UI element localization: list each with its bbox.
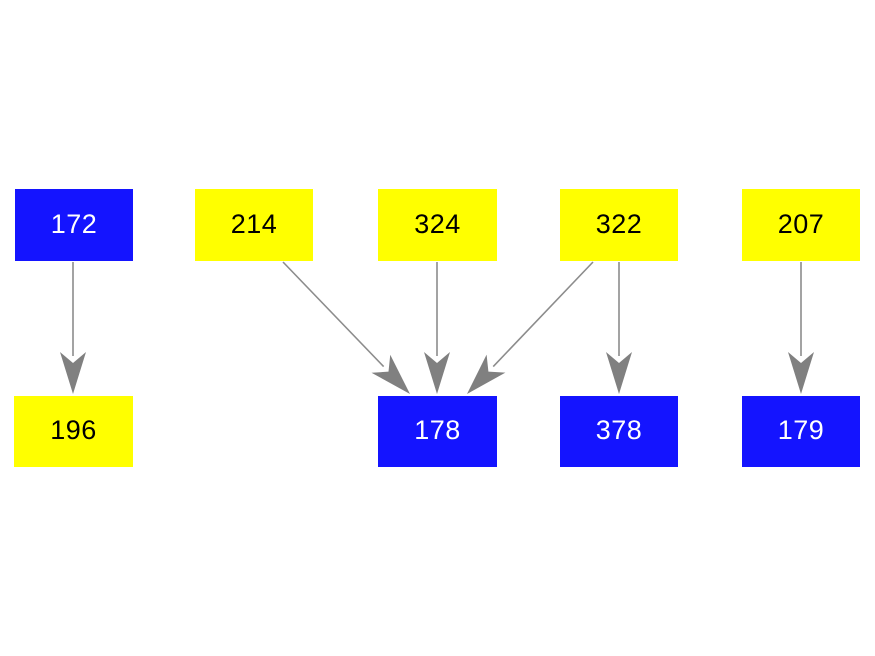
graph-node-178[interactable]: 178 <box>378 396 497 467</box>
node-label: 207 <box>777 208 825 239</box>
edge-arrowhead <box>424 352 450 394</box>
graph-node-172[interactable]: 172 <box>15 189 133 261</box>
node-label: 322 <box>595 208 643 239</box>
edge-arrowhead <box>788 352 814 394</box>
node-label: 179 <box>777 415 825 445</box>
graph-node-324[interactable]: 324 <box>378 189 497 261</box>
edge-arrowhead <box>60 352 86 394</box>
graph-node-322[interactable]: 322 <box>560 189 678 261</box>
node-label: 196 <box>50 415 97 445</box>
node-label: 172 <box>50 208 98 239</box>
edge-line <box>282 261 385 368</box>
graph-node-378[interactable]: 378 <box>560 396 678 467</box>
graph-node-196[interactable]: 196 <box>14 396 133 467</box>
edge-arrowhead <box>606 352 632 394</box>
graph-node-207[interactable]: 207 <box>742 189 860 261</box>
edge-line <box>492 261 594 368</box>
edge-arrowhead <box>371 354 410 394</box>
node-label: 324 <box>414 208 461 239</box>
node-label: 178 <box>414 415 461 445</box>
node-label: 214 <box>230 208 278 239</box>
graph-node-179[interactable]: 179 <box>742 396 860 467</box>
graph-node-214[interactable]: 214 <box>195 189 313 261</box>
edge-arrowhead <box>467 354 506 394</box>
node-label: 378 <box>595 415 643 445</box>
